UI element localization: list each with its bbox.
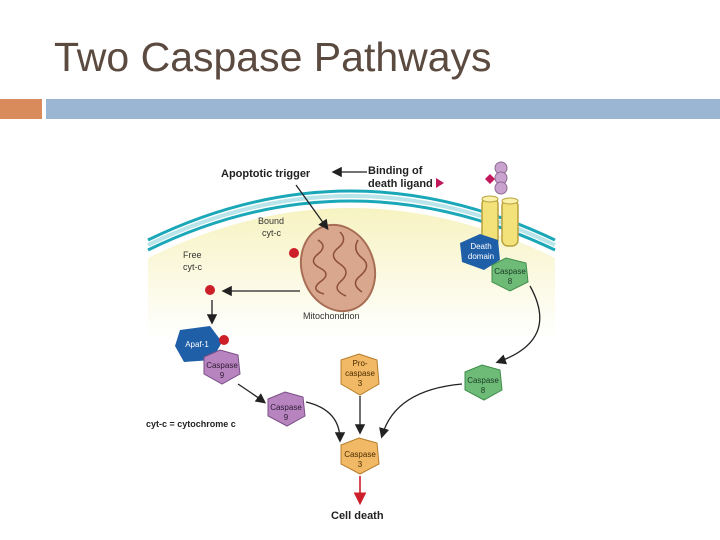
death-domain-label-2: domain [468, 252, 494, 261]
death-domain-shape [460, 234, 500, 270]
apaf1-shape [175, 326, 222, 362]
cell-death-label: Cell death [331, 510, 384, 522]
apaf1-label: Apaf-1 [185, 340, 209, 349]
death-ligand [485, 161, 508, 195]
procaspase3-label-2: caspase [345, 369, 375, 378]
caspase9-b-shape [267, 391, 306, 427]
procaspase3-label-3: 3 [358, 379, 363, 388]
caspase3-label-2: 3 [358, 460, 363, 469]
free-cytc-label-2: cyt-c [183, 262, 202, 272]
caspase8-mid-label-1: Caspase [467, 376, 499, 385]
caspase9-b-label-1: Caspase [270, 403, 302, 412]
death-domain-label-1: Death [470, 242, 491, 251]
caspase3-shape [340, 437, 380, 475]
apoptotic-trigger-label: Apoptotic trigger [221, 168, 311, 180]
bound-cytc-label-2: cyt-c [262, 228, 281, 238]
caspase8-mid-shape [464, 364, 503, 401]
caspase8-top-label-1: Caspase [494, 267, 526, 276]
caspase8-top-label-2: 8 [508, 277, 513, 286]
procaspase3-shape [340, 353, 380, 396]
bound-cytc-dot [289, 248, 299, 258]
ligand-diamond [436, 178, 444, 188]
accent-bar-orange [0, 99, 42, 119]
cell-membrane [147, 189, 556, 252]
caspase8-top-shape [491, 257, 529, 292]
procaspase3-label-1: Pro- [352, 359, 367, 368]
free-cytc-label-1: Free [183, 250, 202, 260]
death-receptor [481, 195, 519, 247]
caspase8-mid-label-2: 8 [481, 386, 486, 395]
mitochondrion-label: Mitochondrion [303, 311, 360, 321]
slide-title: Two Caspase Pathways [54, 34, 492, 80]
apaf1-cytc-dot [219, 335, 229, 345]
binding-label-1: Binding of [368, 165, 423, 177]
caspase9-b-label-2: 9 [284, 413, 289, 422]
pathway-arrows [206, 166, 541, 443]
free-cytc-dot [205, 285, 215, 295]
accent-bar-blue [46, 99, 720, 119]
caspase3-label-1: Caspase [344, 450, 376, 459]
caspase9-a-shape [203, 349, 241, 385]
bound-cytc-label-1: Bound [258, 216, 284, 226]
cytc-legend: cyt-c = cytochrome c [146, 419, 236, 429]
binding-label-2: death ligand [368, 178, 433, 190]
caspase9-a-label-1: Caspase [206, 361, 238, 370]
caspase9-a-label-2: 9 [220, 371, 225, 380]
